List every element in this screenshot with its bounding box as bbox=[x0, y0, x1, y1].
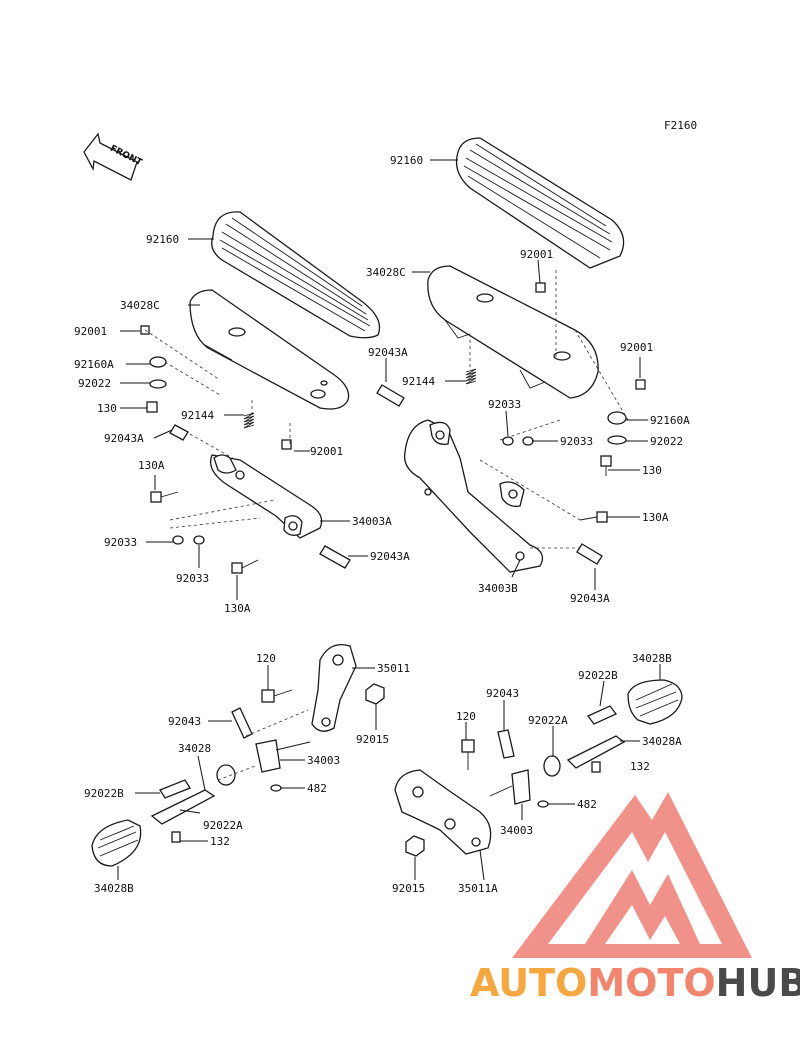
right-peg-hardware bbox=[405, 705, 626, 857]
part-label: 92033 bbox=[176, 572, 209, 585]
leader-lines bbox=[117, 159, 661, 881]
part-label: 92144 bbox=[181, 409, 214, 422]
part-label: 34028A bbox=[642, 735, 682, 748]
part-label: 92022 bbox=[650, 435, 683, 448]
part-label: 92001 bbox=[520, 248, 553, 261]
part-label: 92160 bbox=[390, 154, 423, 167]
watermark-part-3: HUB bbox=[716, 961, 800, 1005]
part-label: 130A bbox=[224, 602, 251, 615]
part-label: 92022A bbox=[203, 819, 243, 832]
right-hardware bbox=[376, 282, 646, 565]
part-label: 35011A bbox=[458, 882, 498, 895]
part-label: 92160A bbox=[650, 414, 690, 427]
left-dashed-guides bbox=[144, 329, 291, 529]
part-label: 92001 bbox=[74, 325, 107, 338]
front-arrow-icon: FRONT bbox=[83, 132, 144, 181]
part-label: 34028B bbox=[632, 652, 672, 665]
part-label: 92043A bbox=[370, 550, 410, 563]
watermark-part-2: MOTO bbox=[587, 961, 715, 1005]
part-label: 92015 bbox=[356, 733, 389, 746]
part-label: 92001 bbox=[310, 445, 343, 458]
part-label: 92015 bbox=[392, 882, 425, 895]
left-peg-guides bbox=[217, 709, 309, 781]
left-floorboard-bracket bbox=[209, 454, 323, 539]
left-peg-bracket bbox=[311, 643, 357, 732]
part-label: 130 bbox=[97, 402, 117, 415]
watermark-logo-icon bbox=[512, 792, 752, 958]
part-label: 34003 bbox=[307, 754, 340, 767]
part-label: 92022B bbox=[578, 669, 618, 682]
left-floorboard-springs bbox=[243, 400, 255, 429]
part-label: 34003A bbox=[352, 515, 392, 528]
part-label: 92160 bbox=[146, 233, 179, 246]
part-label: 34003B bbox=[478, 582, 518, 595]
part-label: 92043A bbox=[368, 346, 408, 359]
watermark-text: AUTOMOTOHUB bbox=[470, 961, 800, 1005]
left-floorboard-plate bbox=[189, 289, 350, 410]
part-label: 132 bbox=[210, 835, 230, 848]
part-label: 34003 bbox=[500, 824, 533, 837]
part-label: 34028 bbox=[178, 742, 211, 755]
part-label: 132 bbox=[630, 760, 650, 773]
part-label: 92033 bbox=[104, 536, 137, 549]
right-floorboard-spring bbox=[465, 340, 477, 385]
left-peg-rubber bbox=[91, 819, 142, 867]
part-label: 92001 bbox=[620, 341, 653, 354]
left-hardware bbox=[140, 325, 351, 574]
part-label: 34028B bbox=[94, 882, 134, 895]
part-label: 482 bbox=[577, 798, 597, 811]
part-labels: 92160 92160 34028C 92001 92160A 92022 13… bbox=[74, 154, 690, 895]
part-label: 92033 bbox=[560, 435, 593, 448]
part-label: 130 bbox=[642, 464, 662, 477]
part-label: 35011 bbox=[377, 662, 410, 675]
part-label: 92144 bbox=[402, 375, 435, 388]
diagram-id: F2160 bbox=[664, 119, 697, 132]
part-label: 92043A bbox=[570, 592, 610, 605]
part-label: 92022A bbox=[528, 714, 568, 727]
right-peg-rubber bbox=[627, 679, 683, 725]
right-dashed-guides bbox=[479, 270, 629, 549]
part-label: 92033 bbox=[488, 398, 521, 411]
part-label: 130A bbox=[138, 459, 165, 472]
part-label: 92022B bbox=[84, 787, 124, 800]
part-label: 92022 bbox=[78, 377, 111, 390]
right-floorboard-rubber bbox=[455, 137, 625, 269]
right-floorboard-bracket bbox=[403, 419, 544, 573]
part-label: 34028C bbox=[120, 299, 160, 312]
part-label: 120 bbox=[456, 710, 476, 723]
right-peg-bracket bbox=[394, 769, 492, 855]
part-label: 130A bbox=[642, 511, 669, 524]
watermark-part-1: AUTO bbox=[470, 961, 587, 1005]
left-peg-hardware bbox=[150, 683, 385, 843]
part-label: 92160A bbox=[74, 358, 114, 371]
part-label: 482 bbox=[307, 782, 327, 795]
part-label: 92043 bbox=[486, 687, 519, 700]
part-label: 34028C bbox=[366, 266, 406, 279]
right-floorboard-plate bbox=[427, 265, 599, 399]
part-label: 92043A bbox=[104, 432, 144, 445]
part-label: 92043 bbox=[168, 715, 201, 728]
part-label: 120 bbox=[256, 652, 276, 665]
left-floorboard-rubber bbox=[211, 211, 381, 339]
